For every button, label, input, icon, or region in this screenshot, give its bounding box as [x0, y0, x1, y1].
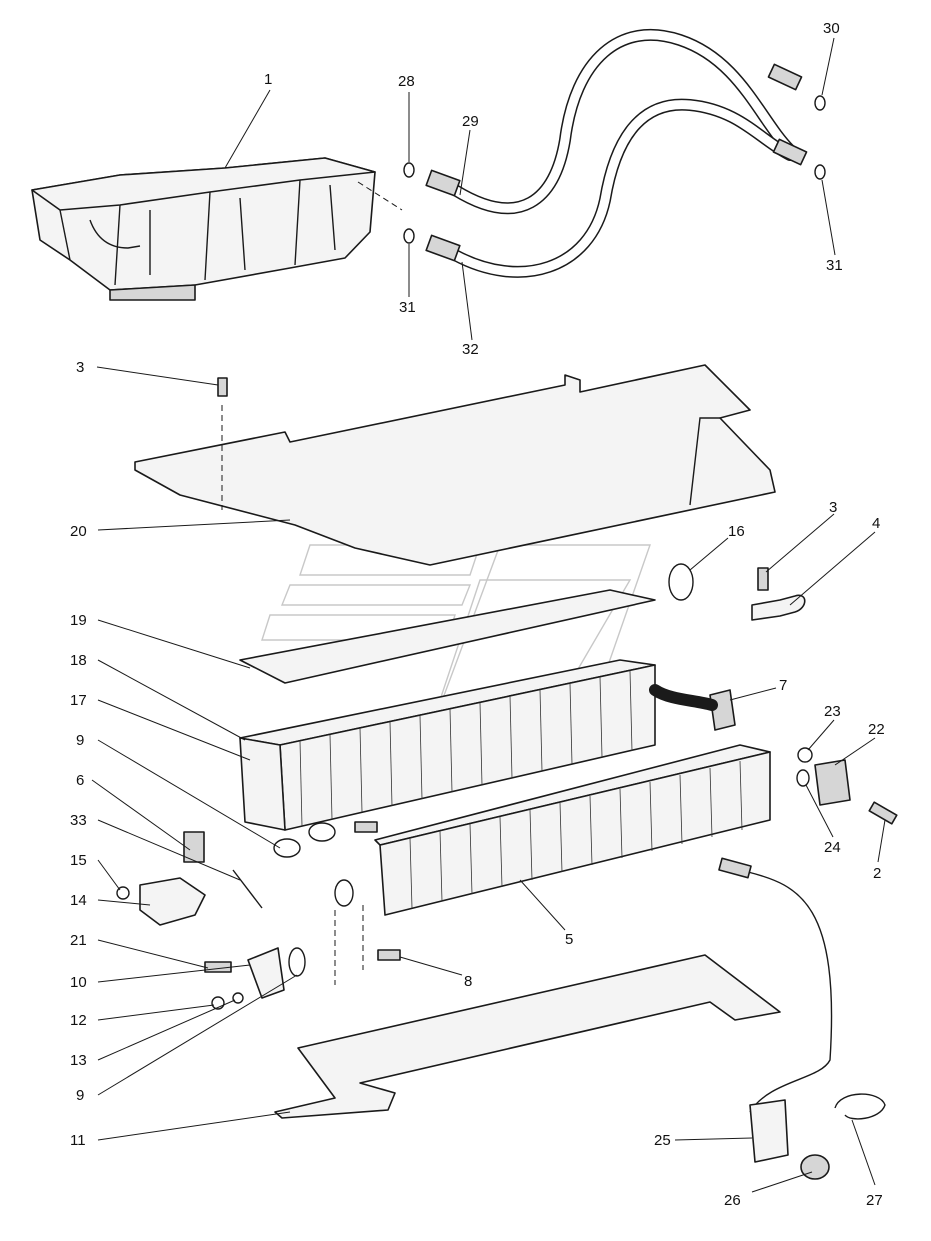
- expansion-valve-part: [649, 563, 736, 731]
- callout-9a: 9: [76, 732, 84, 749]
- evaporator-core-part: [239, 659, 656, 831]
- callout-33: 33: [70, 812, 87, 829]
- callout-4: 4: [872, 515, 880, 532]
- callout-29: 29: [462, 113, 479, 130]
- callout-9b: 9: [76, 1087, 84, 1104]
- callout-3b: 3: [829, 499, 837, 516]
- callout-labels: 1 28 29 30 31 31 32 3 20 19 18 17 9 6 33…: [70, 20, 885, 1149]
- callout-30: 30: [823, 20, 840, 37]
- callout-8-label: 8: [464, 973, 472, 990]
- callout-23: 23: [824, 703, 841, 720]
- refrigerant-hoses: [425, 29, 808, 278]
- callout-22: 22: [868, 721, 885, 738]
- callout-2: 2: [873, 865, 881, 882]
- callout-17: 17: [70, 692, 87, 709]
- callout-10: 10: [70, 974, 87, 991]
- callout-15: 15: [70, 852, 87, 869]
- cover-plate-part: [134, 364, 776, 566]
- callout-19: 19: [70, 612, 87, 629]
- callout-26: 26: [724, 1192, 741, 1209]
- bottom-gasket-part: [274, 954, 781, 1119]
- callout-12: 12: [70, 1012, 87, 1029]
- callout-18: 18: [70, 652, 87, 669]
- callout-11: 11: [70, 1132, 86, 1149]
- callout-32: 32: [462, 341, 479, 358]
- callout-21: 21: [70, 932, 87, 949]
- callout-16: 16: [728, 523, 745, 540]
- heater-core-part: [374, 744, 771, 916]
- callout-5: 5: [565, 931, 573, 948]
- water-valve-parts: [116, 821, 401, 1010]
- callout-25: 25: [654, 1132, 671, 1149]
- callout-28: 28: [398, 73, 415, 90]
- callout-14: 14: [70, 892, 87, 909]
- callout-7: 7: [779, 677, 787, 694]
- callout-1: 1: [264, 71, 272, 88]
- callout-20: 20: [70, 523, 87, 540]
- callout-3a: 3: [76, 359, 84, 376]
- callout-31a: 31: [826, 257, 843, 274]
- callout-27: 27: [866, 1192, 883, 1209]
- filter-pad-part: [239, 589, 656, 684]
- leader-lines: [91, 37, 886, 1193]
- o-rings: [403, 95, 826, 244]
- heater-housing-part: [31, 157, 403, 301]
- callout-13: 13: [70, 1052, 87, 1069]
- callout-31b: 31: [399, 299, 416, 316]
- callout-6: 6: [76, 772, 84, 789]
- callout-24: 24: [824, 839, 841, 856]
- fasteners-right: [751, 567, 898, 825]
